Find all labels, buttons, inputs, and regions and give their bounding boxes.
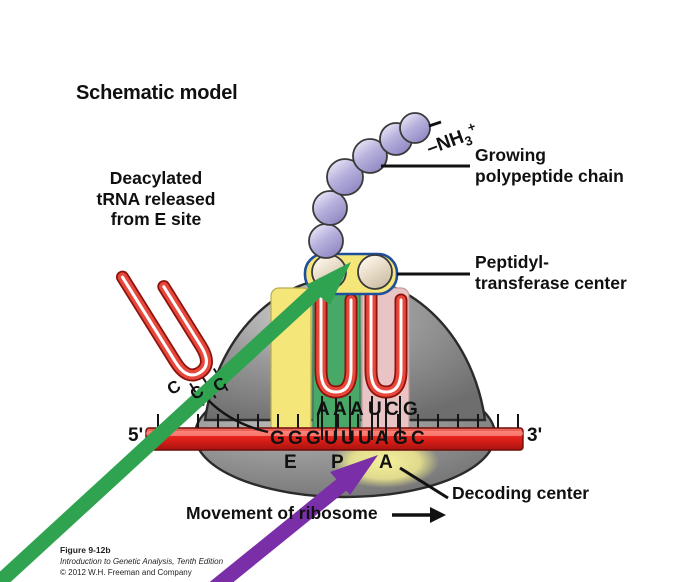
mrna-base: G (393, 428, 408, 449)
movement-label: Movement of ribosome (186, 503, 378, 523)
trna-exit-path (207, 399, 269, 434)
mrna-base: C (411, 428, 425, 449)
growing-polypeptide-label: Growing polypeptide chain (475, 145, 624, 186)
mrna-base: U (358, 428, 372, 449)
anticodon-base-a: U (368, 399, 382, 420)
anticodon-base-p: A (316, 399, 330, 420)
deacylated-trna-label: Deacylated tRNA released from E site (96, 168, 216, 230)
decoding-center-label: Decoding center (452, 483, 590, 503)
released-trna (115, 270, 229, 407)
mrna-base: G (306, 428, 321, 449)
movement-arrowhead-icon (430, 507, 446, 523)
peptidyl-transferase-label: Peptidyl- transferase center (475, 252, 627, 293)
mrna-five-prime-label: 5' (128, 425, 144, 446)
annotation-arrow-purple[interactable] (150, 455, 378, 582)
mrna-base: U (341, 428, 355, 449)
leader-decoding-center (399, 466, 449, 500)
caption-figure-number: Figure 9-12b (60, 545, 111, 555)
trna-p-site (314, 265, 358, 440)
anticodon-base-a: C (385, 399, 399, 420)
caption-copyright: © 2012 W.H. Freeman and Company (60, 568, 192, 577)
mrna-base: U (324, 428, 338, 449)
site-label-e: E (284, 452, 297, 473)
mrna-base: G (288, 428, 303, 449)
mrna-three-prime-label: 3' (527, 425, 543, 446)
anticodon-base-p: A (350, 399, 364, 420)
caption-source: Introduction to Genetic Analysis, Tenth … (60, 557, 224, 566)
trna-a-site (364, 265, 408, 440)
mrna-strand (145, 414, 524, 451)
site-label-a: A (379, 452, 393, 473)
annotation-arrow-green[interactable] (0, 262, 351, 582)
mrna-base: G (270, 428, 285, 449)
anticodon-base-a: G (403, 399, 418, 420)
mrna-base: A (375, 428, 389, 449)
aminoacyl-sphere (357, 254, 393, 290)
site-label-p: P (331, 452, 344, 473)
page-title: Schematic model (76, 82, 238, 104)
anticodon-base-p: A (333, 399, 347, 420)
polypeptide-chain (308, 112, 431, 259)
